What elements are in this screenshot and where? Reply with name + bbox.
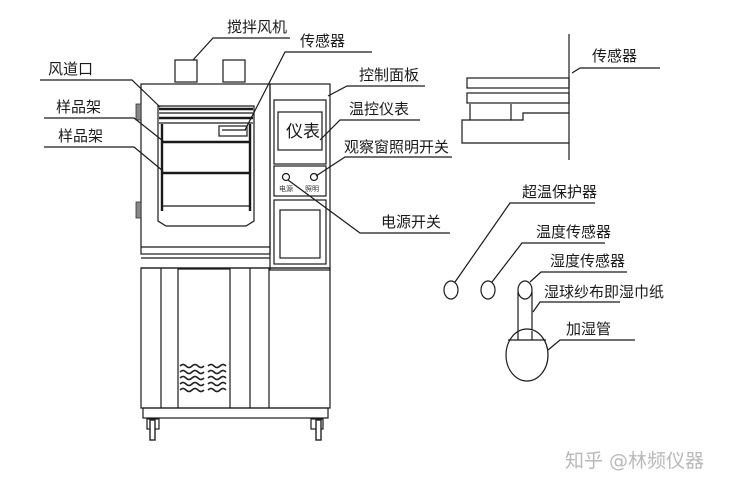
stirring-fan-right [222,59,246,83]
humidifier-pipe-bulb [505,328,549,382]
lower-cabinet [140,267,331,409]
control-panel-body [269,83,331,271]
chamber-cabinet: 仪表 电源 照明 [135,59,331,441]
humidity-sensor-probe [517,280,533,300]
temp-controller-screen [277,111,323,151]
observation-window [157,105,255,227]
label-temp-controller: 温控仪表 [349,100,409,118]
light-knob-label: 照明 [305,185,319,193]
label-stirring-fan: 搅拌风机 [227,18,287,36]
label-humidity-sensor: 湿度传感器 [550,252,625,270]
label-sample-rack-1: 样品架 [56,98,101,116]
vent-grille [179,363,227,393]
label-window-light-switch: 观察窗照明开关 [344,138,449,156]
label-sensor-detail: 传感器 [592,47,637,65]
label-sensor-top: 传感器 [300,32,345,50]
watermark: 知乎 @林频仪器 [565,450,704,472]
label-wet-bulb-gauze: 湿球纱布即湿巾纸 [544,283,664,301]
switch-panel [273,165,327,197]
label-power-switch: 电源开关 [381,213,441,231]
stirring-fan-left [174,59,198,83]
sensor-probes [443,280,549,382]
lower-panel-frame [273,199,327,265]
label-sample-rack-2: 样品架 [58,127,103,145]
cabinet-base [142,407,329,419]
sensor-detail [461,34,660,160]
meter-text: 仪表 [286,122,320,142]
label-temp-sensor: 温度传感器 [536,223,611,241]
light-knob [309,172,319,182]
temp-controller-frame [273,99,327,165]
over-temp-protector-probe [443,280,459,300]
label-air-duct: 风道口 [48,60,93,78]
power-knob-label: 电源 [279,184,293,193]
temp-sensor-probe [480,280,496,300]
caster-left [146,418,160,441]
label-control-panel: 控制面板 [359,66,419,84]
label-over-temp-protector: 超温保护器 [522,183,597,201]
lower-panel-window [279,209,321,259]
label-humidifier-pipe: 加湿管 [566,320,611,338]
power-knob [281,172,291,182]
door-hinge-bottom [135,201,142,219]
door-hinge-top [135,103,142,121]
sensor-block [218,125,248,137]
sensor-leader-lines [454,202,635,351]
leader-lines [40,37,452,234]
caster-right [310,418,324,441]
